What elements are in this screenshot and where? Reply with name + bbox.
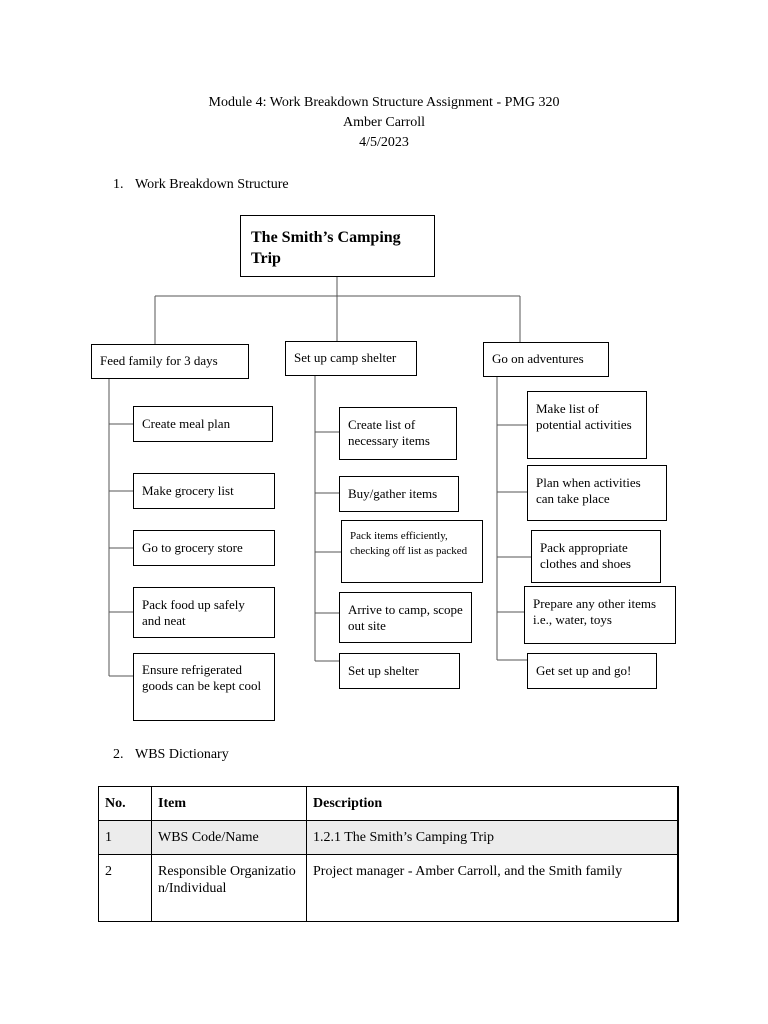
wbs-task: Pack items efficiently, checking off lis… <box>341 520 483 583</box>
wbs-branch-feed-family: Feed family for 3 days <box>91 344 249 379</box>
wbs-task: Get set up and go! <box>527 653 657 689</box>
wbs-task: Create list of necessary items <box>339 407 457 460</box>
wbs-task: Arrive to camp, scope out site <box>339 592 472 643</box>
cell-no: 1 <box>98 820 152 855</box>
cell-description: Project manager - Amber Carroll, and the… <box>306 854 679 922</box>
cell-no: 2 <box>98 854 152 922</box>
wbs-task: Pack appropriate clothes and shoes <box>531 530 661 583</box>
wbs-task: Ensure refrigerated goods can be kept co… <box>133 653 275 721</box>
section-heading-dictionary: 2. WBS Dictionary <box>113 745 229 765</box>
cell-item: WBS Code/Name <box>151 820 307 855</box>
document-date: 4/5/2023 <box>359 135 409 150</box>
wbs-dictionary-table: No. Item Description 1 WBS Code/Name 1.2… <box>98 786 679 922</box>
wbs-task: Make grocery list <box>133 473 275 509</box>
wbs-task: Go to grocery store <box>133 530 275 566</box>
wbs-branch-adventures: Go on adventures <box>483 342 609 377</box>
wbs-task: Create meal plan <box>133 406 273 442</box>
wbs-task: Plan when activities can take place <box>527 465 667 521</box>
cell-description: 1.2.1 The Smith’s Camping Trip <box>306 820 679 855</box>
column-header-description: Description <box>306 786 679 821</box>
wbs-task: Make list of potential activities <box>527 391 647 459</box>
table-row: 2 Responsible Organization/Individual Pr… <box>98 854 679 922</box>
column-header-item: Item <box>151 786 307 821</box>
wbs-task: Prepare any other items i.e., water, toy… <box>524 586 676 644</box>
section-title: Work Breakdown Structure <box>135 177 289 192</box>
table-header-row: No. Item Description <box>98 786 679 821</box>
section-title: WBS Dictionary <box>135 747 229 762</box>
wbs-task: Pack food up safely and neat <box>133 587 275 638</box>
section-number: 2. <box>113 747 124 762</box>
column-header-no: No. <box>98 786 152 821</box>
wbs-task: Set up shelter <box>339 653 460 689</box>
section-number: 1. <box>113 177 124 192</box>
table-row: 1 WBS Code/Name 1.2.1 The Smith’s Campin… <box>98 820 679 855</box>
wbs-task: Buy/gather items <box>339 476 459 512</box>
wbs-branch-camp-shelter: Set up camp shelter <box>285 341 417 376</box>
wbs-root-node: The Smith’s Camping Trip <box>240 215 435 277</box>
author-name: Amber Carroll <box>342 115 426 130</box>
cell-item: Responsible Organization/Individual <box>151 854 307 922</box>
section-heading-wbs: 1. Work Breakdown Structure <box>113 175 289 195</box>
document-title: Module 4: Work Breakdown Structure Assig… <box>208 95 560 110</box>
